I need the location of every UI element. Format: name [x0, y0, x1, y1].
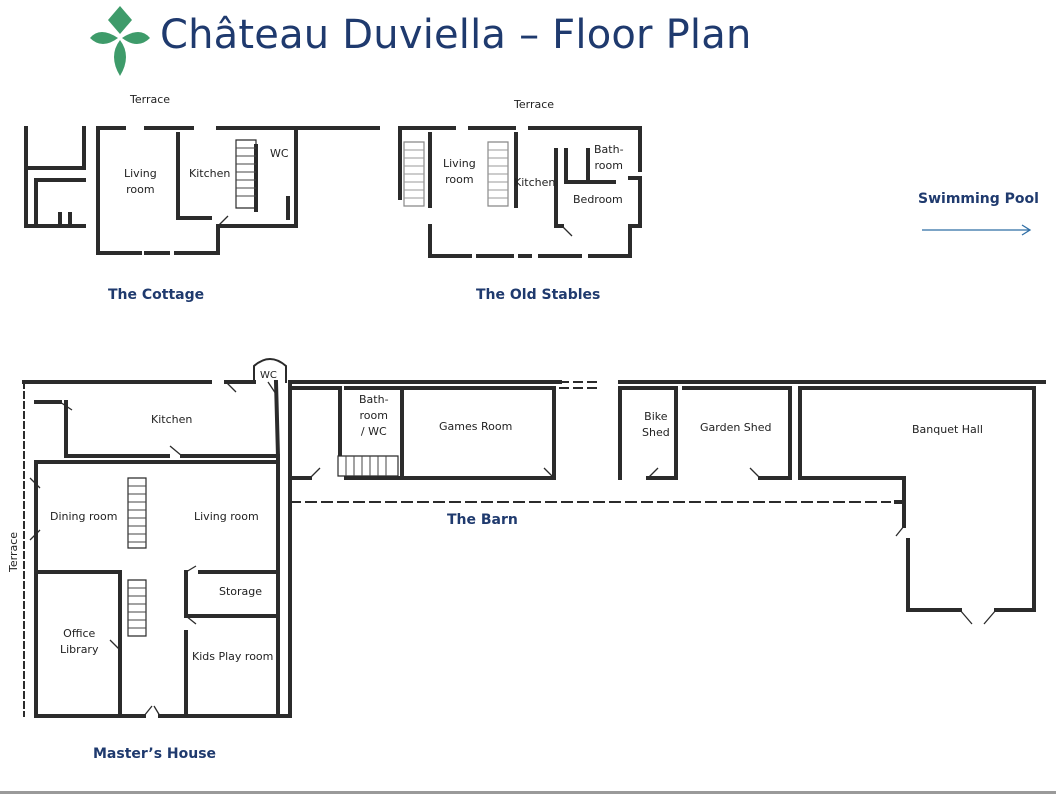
house-living-room-label: Living room — [194, 510, 259, 523]
barn-bathroom-label: Bath- room / WC — [359, 393, 389, 438]
cottage-building-name: The Cottage — [108, 287, 205, 303]
stables-bathroom-label: Bath- room — [594, 143, 624, 172]
barn-banquet-hall-label: Banquet Hall — [912, 423, 983, 436]
bottom-divider — [0, 791, 1056, 794]
barn-garden-shed-label: Garden Shed — [700, 421, 772, 434]
house-wc-label: WC — [260, 370, 277, 381]
house-terrace-label: Terrace — [7, 531, 20, 572]
stables-terrace-label: Terrace — [514, 98, 555, 111]
house-kids-play-room-label: Kids Play room — [192, 650, 274, 663]
page-title: Château Duviella – Floor Plan — [160, 12, 752, 58]
leaf-logo-icon — [90, 6, 150, 76]
house-office-library-label: Office Library — [60, 627, 99, 656]
stables-kitchen-label: Kitchen — [514, 176, 556, 189]
arrow-right-icon — [922, 224, 1032, 236]
stables-bedroom-label: Bedroom — [573, 193, 623, 206]
barn-building-name: The Barn — [447, 512, 518, 528]
cottage-living-room-label: Living room — [124, 167, 157, 196]
stables-living-room-label: Living room — [443, 157, 476, 186]
stables-building-name: The Old Stables — [476, 287, 601, 303]
house-dining-room-label: Dining room — [50, 510, 118, 523]
house-storage-label: Storage — [219, 585, 263, 598]
barn-games-room-label: Games Room — [439, 420, 513, 433]
cottage-wc-label: WC — [270, 147, 289, 160]
swimming-pool-label: Swimming Pool — [918, 191, 1039, 207]
barn-bike-shed-label: Bike Shed — [642, 410, 670, 439]
cottage-kitchen-label: Kitchen — [189, 167, 231, 180]
cottage-terrace-label: Terrace — [130, 93, 171, 106]
house-kitchen-label: Kitchen — [151, 413, 193, 426]
masters-house-building-name: Master’s House — [93, 746, 217, 762]
